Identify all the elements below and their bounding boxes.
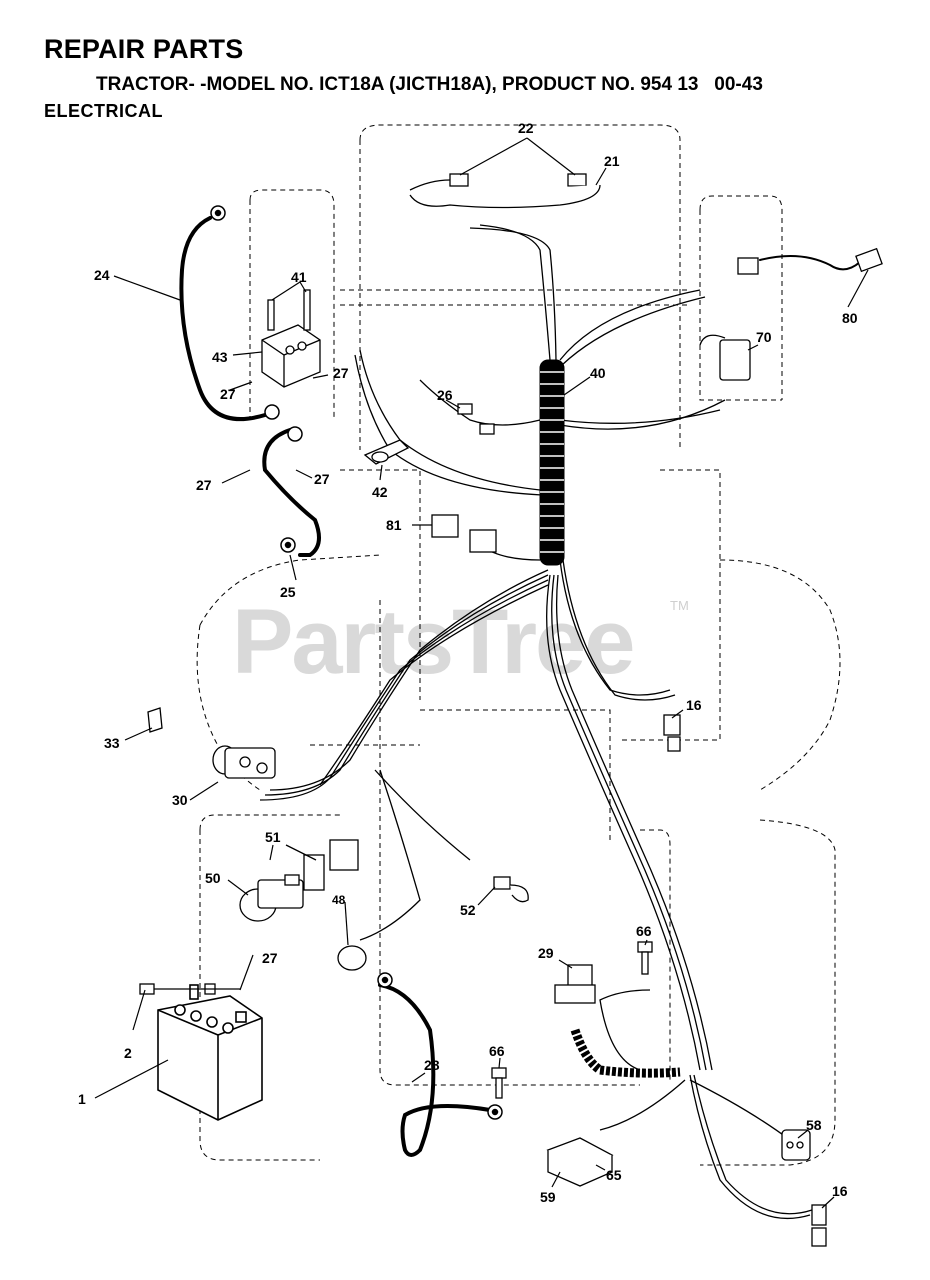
bolt-66-lower: [491, 1067, 507, 1099]
connector-16-upper: [663, 714, 681, 752]
relay-51: [285, 839, 359, 891]
callout-51: 51: [265, 829, 281, 845]
callout-22: 22: [518, 120, 534, 136]
cable-80: [759, 255, 861, 271]
callout-43: 43: [212, 349, 228, 365]
callout-70: 70: [756, 329, 772, 345]
harness-conduit: [539, 359, 565, 566]
cable-24: [179, 216, 267, 422]
callout-27-a: 27: [220, 386, 236, 402]
watermark-trademark: TM: [670, 598, 689, 613]
callout-52: 52: [460, 902, 476, 918]
callout-1: 1: [78, 1091, 86, 1107]
callout-2: 2: [124, 1045, 132, 1061]
callout-24: 24: [94, 267, 110, 283]
switch-29: [554, 964, 596, 1004]
cable-28: [378, 983, 492, 1157]
battery-1: [157, 984, 263, 1121]
model-line: TRACTOR- -MODEL NO. ICT18A (JICTH18A), P…: [96, 74, 763, 95]
battery-cable-2: [139, 983, 240, 995]
callout-29: 29: [538, 945, 554, 961]
callout-33: 33: [104, 735, 120, 751]
callout-48: 48: [332, 893, 346, 907]
callout-16-upper: 16: [686, 697, 702, 713]
callout-66-upper: 66: [636, 923, 652, 939]
switch-59-65: [546, 1137, 614, 1187]
callout-25: 25: [280, 584, 296, 600]
ring-terminals: [210, 205, 503, 1120]
callout-27-e: 27: [262, 950, 278, 966]
callout-81: 81: [386, 517, 402, 533]
connector-16-lower: [811, 1204, 827, 1247]
rear-conduit: [570, 1028, 681, 1078]
connector-58: [781, 1129, 811, 1161]
page-title: REPAIR PARTS: [44, 34, 244, 64]
ignition-switch-30: [212, 745, 276, 779]
callout-66-lower: 66: [489, 1043, 505, 1059]
callout-27-b: 27: [333, 365, 349, 381]
callout-27-d: 27: [314, 471, 330, 487]
connector-80: [737, 247, 883, 275]
connector-81: [431, 514, 497, 553]
heavy-cables: [179, 216, 861, 1157]
callout-59: 59: [540, 1189, 556, 1205]
callout-80: 80: [842, 310, 858, 326]
cable-25: [262, 428, 321, 557]
callout-41: 41: [291, 269, 307, 285]
module-70: [699, 334, 751, 381]
callout-28: 28: [424, 1057, 440, 1073]
callout-50: 50: [205, 870, 221, 886]
bracket-42: [363, 439, 410, 465]
bolt-66-upper: [637, 941, 653, 975]
callout-27-c: 27: [196, 477, 212, 493]
sensor-52: [493, 876, 529, 903]
callout-30: 30: [172, 792, 188, 808]
switch-50: [239, 874, 304, 922]
connector-26: [457, 403, 495, 435]
callout-58: 58: [806, 1117, 822, 1133]
callout-40: 40: [590, 365, 606, 381]
lamp-connectors-21-22: [409, 173, 601, 209]
leader-lines: [94, 137, 869, 1209]
callout-21: 21: [604, 153, 620, 169]
callout-26: 26: [437, 387, 453, 403]
callout-42: 42: [372, 484, 388, 500]
callout-16-lower: 16: [832, 1183, 848, 1199]
wiring-harness: [259, 224, 813, 1219]
solenoid-43: [261, 289, 321, 388]
callout-65: 65: [606, 1167, 622, 1183]
sensor-48: [337, 945, 367, 971]
clip-33: [147, 707, 163, 733]
section-title: ELECTRICAL: [44, 101, 163, 121]
